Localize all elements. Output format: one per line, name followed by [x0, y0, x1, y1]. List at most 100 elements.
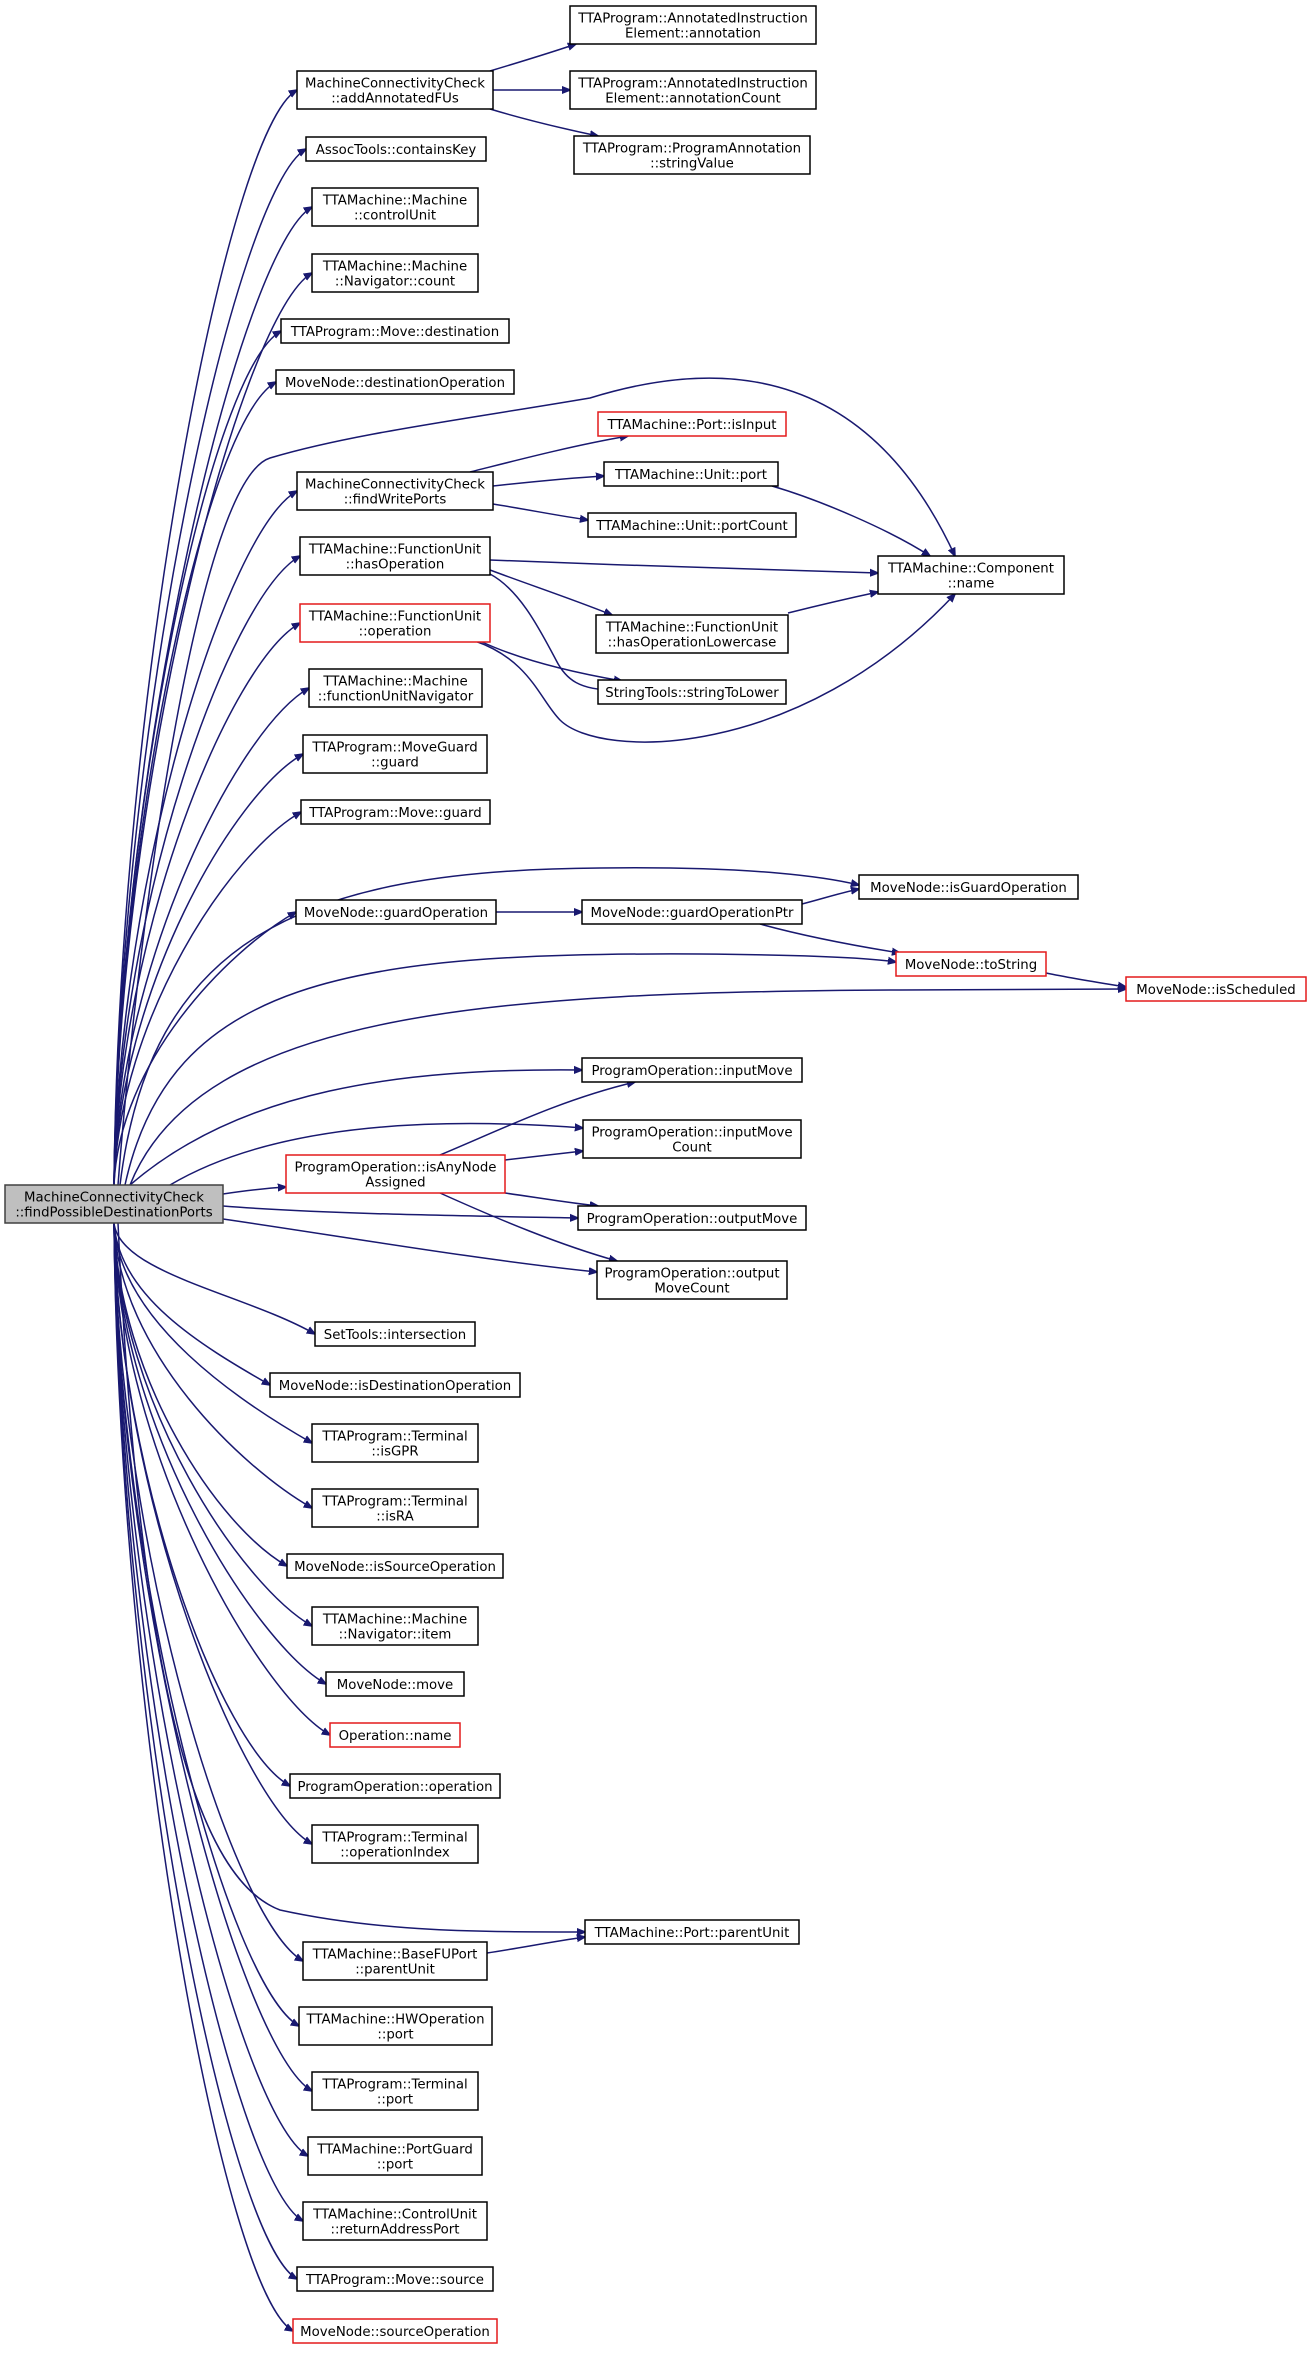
edge-root-isRA	[113, 1222, 312, 1508]
node-guardOperationPtr[interactable]: MoveNode::guardOperationPtr	[581, 899, 803, 925]
node-label-line: TTAMachine::Machine	[322, 194, 467, 209]
node-intersection[interactable]: SetTools::intersection	[314, 1321, 476, 1347]
edge-root-inputMoveCount	[169, 1122, 583, 1186]
node-box	[329, 1722, 461, 1748]
node-operationIndex[interactable]: TTAProgram::Terminal::operationIndex	[311, 1824, 479, 1864]
node-label-line: TTAMachine::Machine	[322, 675, 467, 690]
node-moveGuard[interactable]: TTAProgram::Move::guard	[300, 799, 491, 825]
node-portIsInput[interactable]: TTAMachine::Port::isInput	[597, 411, 787, 437]
edge-guardOperationPtr-isGuardOperation	[801, 889, 859, 905]
node-navItem[interactable]: TTAMachine::Machine::Navigator::item	[311, 1606, 479, 1646]
node-label-line: TTAMachine::PortGuard	[316, 2143, 473, 2158]
node-programOperationOperation[interactable]: ProgramOperation::operation	[289, 1773, 501, 1799]
node-fuOperation[interactable]: TTAMachine::FunctionUnit::operation	[299, 603, 491, 643]
node-box	[577, 1205, 807, 1231]
node-box	[569, 5, 817, 45]
node-unitPort[interactable]: TTAMachine::Unit::port	[603, 461, 779, 487]
node-findWritePorts[interactable]: MachineConnectivityCheck::findWritePorts	[296, 471, 494, 511]
node-isDestinationOperation[interactable]: MoveNode::isDestinationOperation	[269, 1372, 521, 1398]
node-label-line: ::returnAddressPort	[331, 2223, 460, 2238]
node-containsKey[interactable]: AssocTools::containsKey	[305, 136, 487, 162]
edge-root-baseFUPortParentUnit	[113, 1222, 303, 1961]
node-baseFUPortParentUnit[interactable]: TTAMachine::BaseFUPort::parentUnit	[302, 1941, 488, 1981]
node-box	[285, 1154, 506, 1194]
node-label-line: ::name	[948, 577, 995, 592]
node-operationName[interactable]: Operation::name	[329, 1722, 461, 1748]
node-annotation[interactable]: TTAProgram::AnnotatedInstructionElement:…	[569, 5, 817, 45]
edges-layer	[113, 44, 1126, 2331]
node-isGPR[interactable]: TTAProgram::Terminal::isGPR	[311, 1423, 479, 1463]
node-sourceOperation[interactable]: MoveNode::sourceOperation	[292, 2318, 498, 2344]
node-outputMove[interactable]: ProgramOperation::outputMove	[577, 1205, 807, 1231]
node-label-line: AssocTools::containsKey	[316, 143, 477, 158]
node-portParentUnit[interactable]: TTAMachine::Port::parentUnit	[584, 1919, 800, 1945]
node-hasOperation[interactable]: TTAMachine::FunctionUnit::hasOperation	[299, 536, 491, 576]
node-hasOperationLowercase[interactable]: TTAMachine::FunctionUnit::hasOperationLo…	[595, 614, 789, 654]
node-controlUnit[interactable]: TTAMachine::Machine::controlUnit	[311, 187, 479, 227]
node-terminalPort[interactable]: TTAProgram::Terminal::port	[311, 2071, 479, 2111]
edge-fuOperation-stringToLower	[479, 640, 622, 681]
node-label-line: ProgramOperation::output	[604, 1267, 779, 1282]
node-isSourceOperation[interactable]: MoveNode::isSourceOperation	[286, 1553, 504, 1579]
node-label-line: TTAProgram::AnnotatedInstruction	[577, 12, 808, 27]
edge-root-moveDestination	[113, 331, 281, 1186]
edge-isAnyNodeAssigned-outputMove	[504, 1192, 598, 1206]
edge-root-isGPR	[113, 1222, 312, 1443]
node-label-line: ::guard	[371, 756, 419, 771]
edge-hasOperation-componentName	[489, 559, 878, 573]
node-stringToLower[interactable]: StringTools::stringToLower	[597, 679, 787, 705]
node-label-line: ProgramOperation::inputMove	[591, 1126, 792, 1141]
node-isRA[interactable]: TTAProgram::Terminal::isRA	[311, 1488, 479, 1528]
node-portGuardPort[interactable]: TTAMachine::PortGuard::port	[307, 2136, 483, 2176]
node-box	[311, 187, 479, 227]
node-moveSource[interactable]: TTAProgram::Move::source	[296, 2266, 494, 2292]
edge-root-hasOperation	[113, 556, 300, 1186]
node-root[interactable]: MachineConnectivityCheck::findPossibleDe…	[4, 1184, 224, 1224]
node-label-line: TTAMachine::Machine	[322, 260, 467, 275]
node-inputMove[interactable]: ProgramOperation::inputMove	[581, 1057, 803, 1083]
node-label-line: TTAMachine::Unit::portCount	[595, 519, 787, 534]
edge-root-destinationOperation	[113, 382, 276, 1186]
node-label-line: TTAProgram::Terminal	[321, 2078, 467, 2093]
node-label-line: TTAMachine::HWOperation	[305, 2013, 484, 2028]
edge-addAnnotatedFUs-stringValue	[489, 108, 598, 136]
edge-root-intersection	[113, 1222, 315, 1334]
node-label-line: TTAMachine::Unit::port	[614, 468, 767, 483]
node-functionUnitNavigator[interactable]: TTAMachine::Machine::functionUnitNavigat…	[308, 668, 483, 708]
node-box	[569, 70, 817, 110]
edge-root-sourceOperation	[113, 1222, 293, 2331]
node-box	[858, 874, 1079, 900]
node-box	[895, 951, 1047, 977]
node-isGuardOperation[interactable]: MoveNode::isGuardOperation	[858, 874, 1079, 900]
node-box	[584, 1919, 800, 1945]
node-label-line: ::operationIndex	[340, 1846, 450, 1861]
node-label-line: MachineConnectivityCheck	[24, 1191, 204, 1206]
node-addAnnotatedFUs[interactable]: MachineConnectivityCheck::addAnnotatedFU…	[296, 70, 494, 110]
node-toString[interactable]: MoveNode::toString	[895, 951, 1047, 977]
node-isScheduled[interactable]: MoveNode::isScheduled	[1125, 976, 1307, 1002]
node-destinationOperation[interactable]: MoveNode::destinationOperation	[275, 369, 515, 395]
node-moveNodeMove[interactable]: MoveNode::move	[325, 1671, 465, 1697]
node-componentName[interactable]: TTAMachine::Component::name	[877, 555, 1065, 595]
node-unitPortCount[interactable]: TTAMachine::Unit::portCount	[587, 512, 797, 538]
node-label-line: TTAProgram::MoveGuard	[311, 741, 477, 756]
node-guardOperation[interactable]: MoveNode::guardOperation	[295, 899, 497, 925]
node-moveDestination[interactable]: TTAProgram::Move::destination	[280, 318, 510, 344]
node-returnAddressPort[interactable]: TTAMachine::ControlUnit::returnAddressPo…	[302, 2201, 488, 2241]
node-hwOperationPort[interactable]: TTAMachine::HWOperation::port	[298, 2006, 493, 2046]
node-label-line: Element::annotation	[625, 27, 761, 42]
node-label-line: MoveNode::isScheduled	[1136, 983, 1296, 998]
node-annotationCount[interactable]: TTAProgram::AnnotatedInstructionElement:…	[569, 70, 817, 110]
edge-root-moveNodeMove	[113, 1222, 326, 1684]
node-stringValue[interactable]: TTAProgram::ProgramAnnotation::stringVal…	[573, 135, 811, 175]
node-navCount[interactable]: TTAMachine::Machine::Navigator::count	[311, 253, 479, 293]
node-moveGuardGuard[interactable]: TTAProgram::MoveGuard::guard	[302, 734, 488, 774]
node-label-line: ::Navigator::count	[335, 275, 455, 290]
node-label-line: Operation::name	[339, 1729, 452, 1744]
node-box	[325, 1671, 465, 1697]
node-label-line: ::operation	[359, 625, 432, 640]
node-box	[292, 2318, 498, 2344]
